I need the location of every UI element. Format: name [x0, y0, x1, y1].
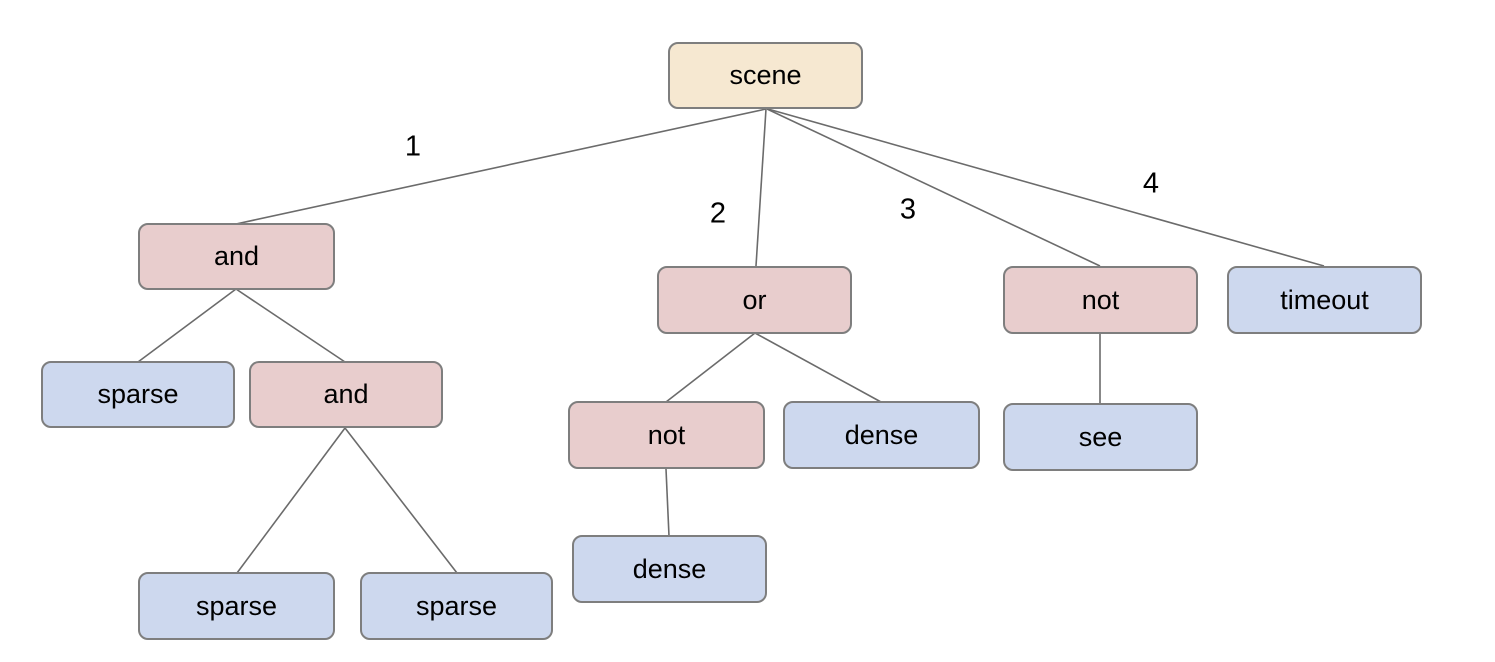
node-scene-label: scene	[729, 60, 802, 90]
node-see: see	[1003, 403, 1198, 471]
edge-label-4: 4	[1142, 167, 1160, 200]
edge-scene-and	[235, 108, 767, 225]
edge-scene-not	[766, 108, 1101, 267]
edge-and2-sparse	[236, 427, 346, 574]
node-sparse-1: sparse	[41, 361, 235, 428]
node-timeout-label: timeout	[1280, 284, 1369, 315]
edge-label-3: 3	[899, 193, 917, 226]
edge-scene-timeout	[767, 108, 1325, 267]
node-not-2-label: not	[647, 419, 686, 450]
edge-label-1: 1	[404, 130, 422, 163]
node-sparse-3: sparse	[360, 572, 553, 640]
edge-and-sparse	[137, 288, 237, 363]
edge-not2-dense	[665, 468, 670, 537]
node-dense-1: dense	[783, 401, 980, 469]
node-sparse-2-label: sparse	[195, 590, 278, 621]
node-scene: scene	[668, 42, 863, 109]
node-and-2: and	[249, 361, 443, 428]
node-sparse-3-label: sparse	[415, 590, 498, 621]
node-not-1: not	[1003, 266, 1198, 334]
edge-label-2: 2	[709, 197, 727, 230]
node-or-label: or	[742, 284, 767, 315]
node-sparse-2: sparse	[138, 572, 335, 640]
node-dense-2-label: dense	[632, 553, 707, 584]
node-timeout: timeout	[1227, 266, 1422, 334]
edge-or-dense	[754, 332, 882, 403]
node-dense-2: dense	[572, 535, 767, 603]
node-dense-1-label: dense	[844, 419, 919, 450]
node-not-1-label: not	[1081, 284, 1120, 315]
node-and-2-label: and	[323, 379, 369, 409]
edge-or-not	[665, 332, 756, 403]
node-see-label: see	[1078, 421, 1123, 452]
edge-scene-or	[755, 108, 767, 267]
node-and-1-label: and	[213, 241, 260, 271]
node-and-1: and	[138, 223, 335, 290]
node-sparse-1-label: sparse	[97, 379, 179, 409]
edge-and2-sparse2	[344, 427, 458, 574]
node-not-2: not	[568, 401, 765, 469]
node-or: or	[657, 266, 852, 334]
edge-and-and	[235, 288, 346, 363]
